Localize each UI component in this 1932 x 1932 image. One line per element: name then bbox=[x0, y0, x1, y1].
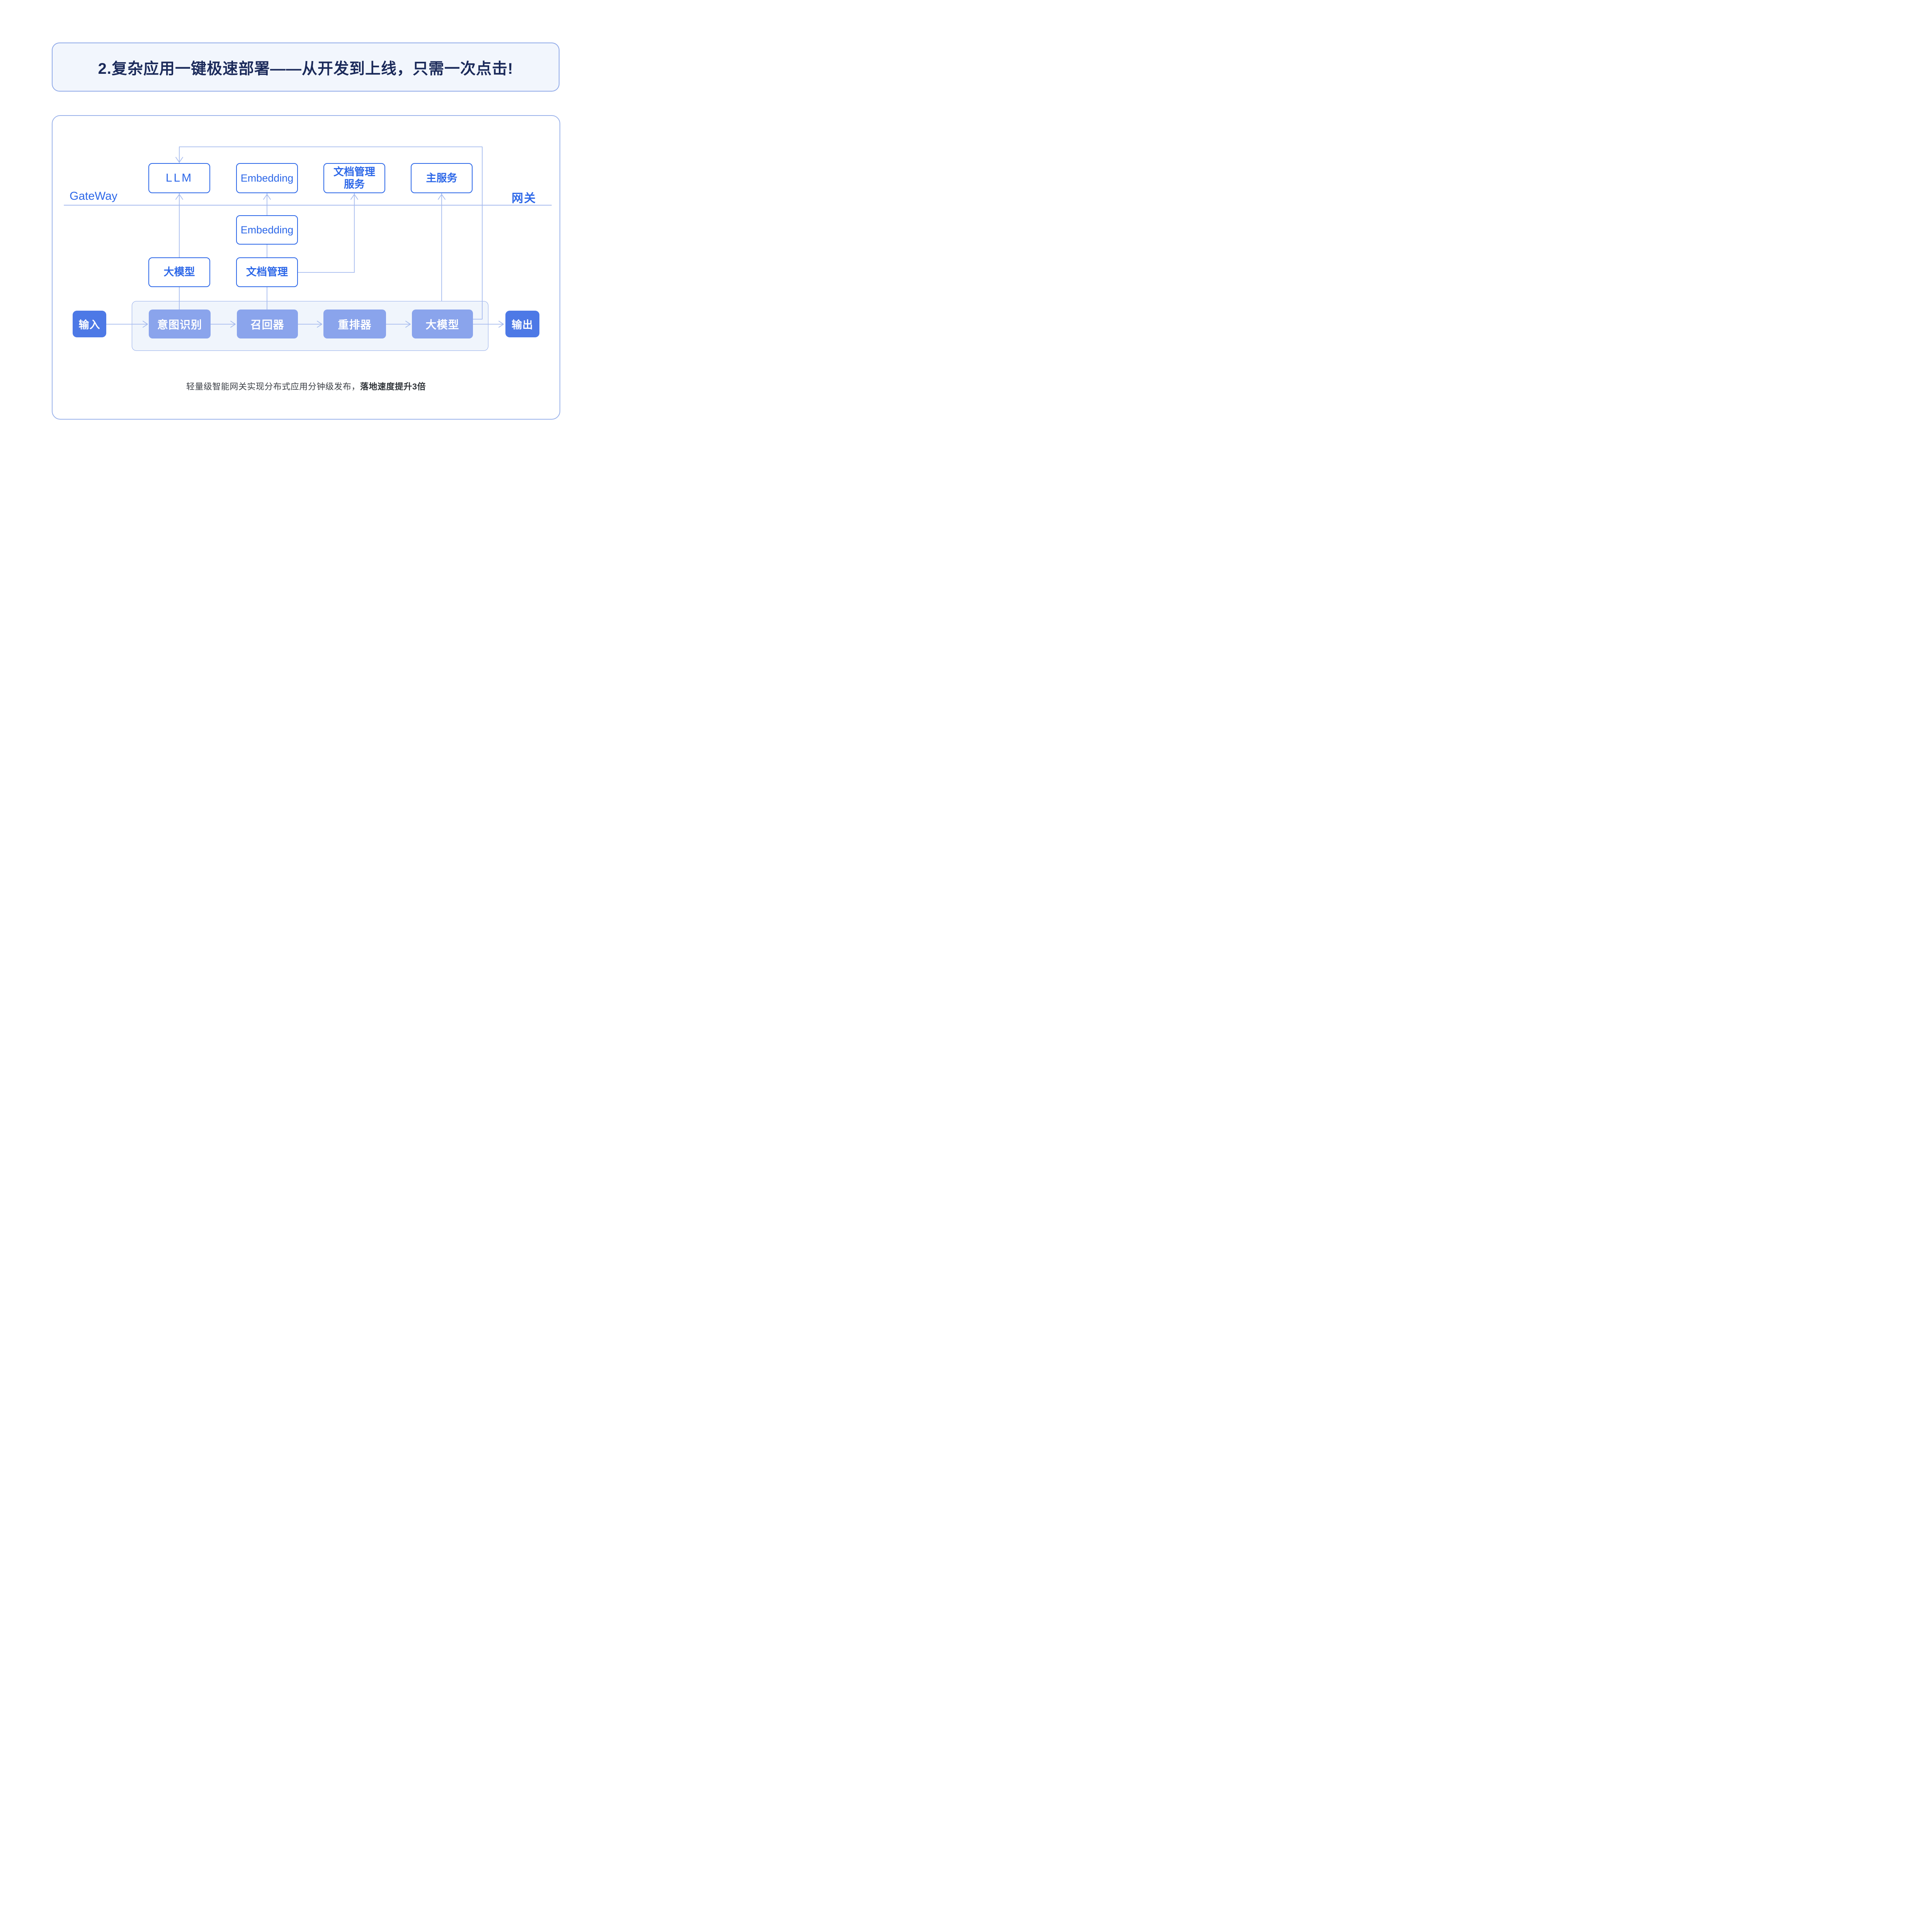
stage-reranker-label: 重排器 bbox=[338, 318, 372, 331]
stage-large-model: 大模型 bbox=[412, 310, 473, 338]
node-doc-manager-label: 文档管理 bbox=[246, 266, 288, 278]
io-input-label: 输入 bbox=[78, 319, 100, 331]
stage-retriever-label: 召回器 bbox=[250, 318, 284, 331]
page-title: 2.复杂应用一键极速部署——从开发到上线，只需一次点击! bbox=[98, 60, 514, 77]
stage-retriever: 召回器 bbox=[237, 310, 298, 338]
stage-reranker: 重排器 bbox=[323, 310, 386, 338]
node-doc-manager: 文档管理 bbox=[236, 257, 298, 287]
io-output: 输出 bbox=[505, 311, 539, 337]
gateway-label-en: GateWay bbox=[70, 190, 117, 202]
service-embedding: Embedding bbox=[236, 163, 298, 193]
service-doc-management-label: 文档管理服务 bbox=[333, 166, 375, 190]
stage-intent-recognition-label: 意图识别 bbox=[157, 318, 202, 331]
node-large-model-label: 大模型 bbox=[163, 266, 195, 278]
service-main: 主服务 bbox=[411, 163, 473, 193]
service-doc-management: 文档管理服务 bbox=[323, 163, 385, 193]
caption-regular: 轻量级智能网关实现分布式应用分钟级发布， bbox=[186, 382, 360, 391]
slide: 2.复杂应用一键极速部署——从开发到上线，只需一次点击! bbox=[0, 0, 618, 451]
io-output-label: 输出 bbox=[512, 319, 533, 331]
node-embedding-label: Embedding bbox=[240, 224, 294, 236]
caption-bold: 落地速度提升3倍 bbox=[360, 382, 426, 391]
service-main-label: 主服务 bbox=[426, 172, 457, 184]
service-embedding-label: Embedding bbox=[240, 172, 294, 184]
diagram-panel bbox=[52, 115, 560, 420]
stage-intent-recognition: 意图识别 bbox=[149, 310, 211, 338]
gateway-label-zh: 网关 bbox=[512, 192, 536, 205]
service-llm: LLM bbox=[148, 163, 210, 193]
node-embedding: Embedding bbox=[236, 215, 298, 245]
title-banner: 2.复杂应用一键极速部署——从开发到上线，只需一次点击! bbox=[52, 43, 560, 92]
caption: 轻量级智能网关实现分布式应用分钟级发布，落地速度提升3倍 bbox=[52, 380, 560, 392]
node-large-model: 大模型 bbox=[148, 257, 210, 287]
stage-large-model-label: 大模型 bbox=[425, 318, 459, 331]
io-input: 输入 bbox=[73, 311, 106, 337]
service-llm-label: LLM bbox=[165, 172, 193, 184]
